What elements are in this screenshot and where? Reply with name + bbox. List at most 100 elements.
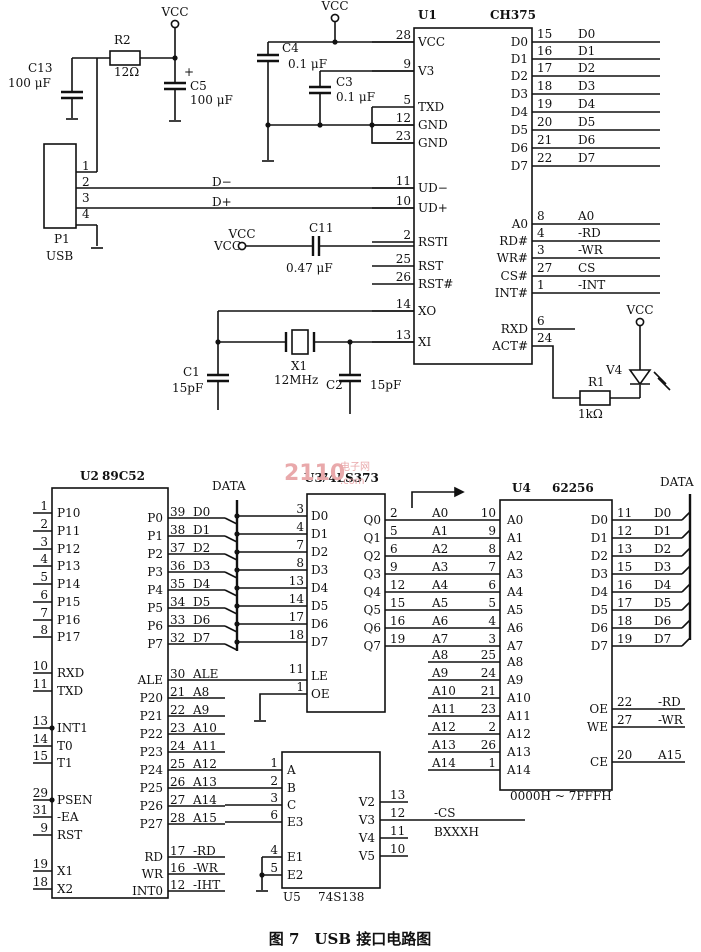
u4-net-label: D1 [654, 524, 671, 538]
u2-net-label: A9 [192, 703, 209, 717]
u2-pin-name: P4 [147, 583, 163, 597]
u2-pin-number: 1 [40, 499, 48, 513]
junction-dot [49, 797, 55, 803]
addr-net-label: A6 [431, 614, 448, 628]
u1-pin-number: 24 [537, 331, 553, 345]
u2-pin-name: P3 [147, 565, 163, 579]
u1-name: CH375 [490, 8, 536, 22]
u2-pin-number: 31 [33, 803, 48, 817]
u1-net-label: D6 [578, 133, 595, 147]
u5-pin-number: 12 [390, 806, 405, 820]
u2-net-label: -WR [193, 861, 219, 875]
addr-hi-label: A12 [431, 720, 456, 734]
u1-pin-name: RSTI [418, 235, 448, 249]
u2-pin-number: 4 [40, 552, 48, 566]
u1-pin-name: D7 [511, 159, 528, 173]
u1-ref: U1 [418, 8, 437, 22]
u4-pin-number: 15 [617, 560, 632, 574]
u5-pin-name: E1 [287, 850, 303, 864]
u4-pin-name: A10 [506, 691, 531, 705]
u1-pin-name: D6 [511, 141, 528, 155]
u2-pin-number: 7 [40, 606, 48, 620]
c3-ref: C3 [336, 75, 353, 89]
u2-pin-name: P2 [147, 547, 163, 561]
addr-net-label: A2 [431, 542, 448, 556]
u1-pin-number: 18 [537, 79, 552, 93]
u1-pin-name: UD+ [418, 201, 448, 215]
u1-pin-name: GND [418, 118, 448, 132]
u3-name: 74LS373 [320, 471, 379, 485]
u2-pin-number: 39 [170, 505, 185, 519]
u1-pin-name: D2 [511, 69, 528, 83]
c2-ref: C2 [326, 378, 343, 392]
watermark-url: .com [340, 476, 365, 487]
u4-pin-name: A1 [506, 531, 523, 545]
u5-pin-name: B [287, 781, 296, 795]
addr-net-label: A5 [431, 596, 448, 610]
addr-net-label: A0 [431, 506, 448, 520]
vcc-label: VCC [160, 5, 188, 19]
u3-pin-name: D6 [311, 617, 328, 631]
u4-pin-name: D6 [591, 621, 608, 635]
u2-net-label: A13 [192, 775, 217, 789]
u3-pin-number: 5 [390, 524, 398, 538]
u2-pin-number: 14 [33, 732, 49, 746]
u2-pin-number: 3 [40, 535, 48, 549]
c11-ref: C11 [309, 221, 333, 235]
u2-pin-number: 24 [170, 739, 186, 753]
u2-89c52-chip-body [51, 487, 169, 899]
u4-pin-number: 6 [488, 578, 496, 592]
u5-pin-name: V2 [358, 795, 375, 809]
u1-pin-number: 3 [537, 243, 545, 257]
u4-pin-number: 26 [481, 738, 496, 752]
u5-pin-name: V4 [358, 831, 376, 845]
u5-74s138-chip-body [281, 751, 381, 889]
u2-pin-number: 19 [33, 857, 48, 871]
u1-pin-name: A0 [511, 217, 528, 231]
junction-dot [332, 39, 338, 45]
u5-pin-name: C [287, 798, 296, 812]
u3-pin-name: D0 [311, 509, 328, 523]
u4-pin-number: 2 [488, 720, 496, 734]
u1-pin-number: 25 [396, 252, 411, 266]
junction-dot [234, 513, 240, 519]
u1-pin-name: XO [418, 304, 436, 318]
u3-pin-name: LE [311, 669, 328, 683]
u4-pin-name: A9 [506, 673, 523, 687]
u4-net-label: -WR [658, 713, 684, 727]
u2-pin-number: 21 [170, 685, 185, 699]
u1-pin-name: D4 [511, 105, 529, 119]
c5-plus: + [184, 65, 194, 79]
u2-pin-name: P26 [140, 799, 163, 813]
u3-pin-number: 15 [390, 596, 405, 610]
u4-pin-name: A11 [506, 709, 531, 723]
u1-pin-number: 8 [537, 209, 545, 223]
u1-pin-name: XI [418, 335, 432, 349]
u1-pin-number: 22 [537, 151, 552, 165]
u1-pin-name: RST [418, 259, 443, 273]
u2-pin-number: 8 [40, 623, 48, 637]
usb-pin-number: 4 [82, 207, 90, 221]
u1-pin-name: TXD [418, 100, 444, 114]
u2-pin-number: 15 [33, 749, 48, 763]
u3-pin-number: 6 [390, 542, 398, 556]
c11-value: 0.47 μF [286, 261, 333, 275]
junction-dot [317, 122, 323, 128]
u1-pin-name: RXD [501, 322, 528, 336]
u3-pin-number: 17 [289, 610, 304, 624]
u2-net-label: D2 [193, 541, 210, 555]
u1-pin-name: CS# [501, 269, 528, 283]
u4-net-label: D5 [654, 596, 671, 610]
addr-hi-label: A9 [431, 666, 448, 680]
u1-net-label: A0 [577, 209, 594, 223]
u4-pin-name: A13 [506, 745, 531, 759]
addr-net-label: A4 [431, 578, 449, 592]
u1-pin-number: 26 [396, 270, 411, 284]
u4-ref: U4 [512, 481, 531, 495]
u2-pin-number: 37 [170, 541, 185, 555]
u2-net-label: D5 [193, 595, 210, 609]
c5-value: 100 μF [190, 93, 233, 107]
u1-pin-number: 2 [403, 228, 411, 242]
u4-pin-name: D5 [591, 603, 608, 617]
junction-dot [172, 55, 178, 61]
